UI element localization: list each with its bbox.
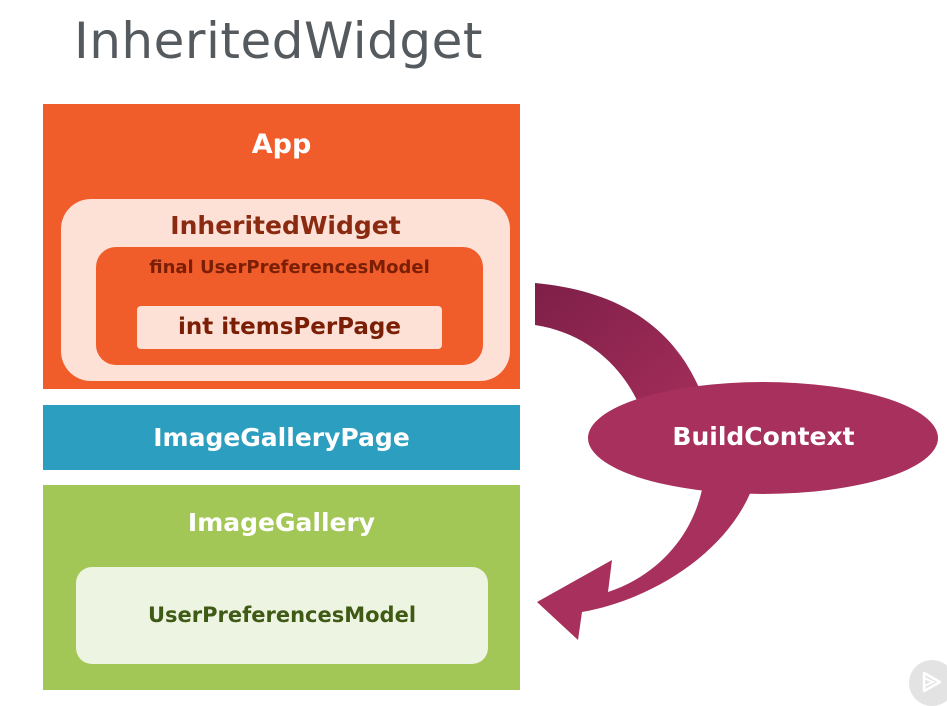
app-label: App	[251, 129, 312, 160]
items-per-page-box	[137, 306, 442, 349]
build-context-ellipse	[588, 382, 938, 494]
user-preferences-model-label: UserPreferencesModel	[147, 603, 417, 627]
inherited-widget-label: InheritedWidget	[170, 211, 401, 240]
model-field-label: final UserPreferencesModel	[149, 257, 430, 278]
image-gallery-page-label: ImageGalleryPage	[153, 423, 410, 452]
image-gallery-label: ImageGallery	[187, 508, 376, 537]
items-per-page-label: int itemsPerPage	[177, 314, 401, 340]
bottom-curved-arrow	[537, 470, 755, 640]
user-preferences-model-box	[76, 567, 488, 664]
build-context-label: BuildContext	[672, 422, 855, 451]
image-gallery-page-box	[43, 405, 520, 470]
slide-title: InheritedWidget	[74, 12, 484, 70]
play-logo-icon	[909, 660, 947, 706]
